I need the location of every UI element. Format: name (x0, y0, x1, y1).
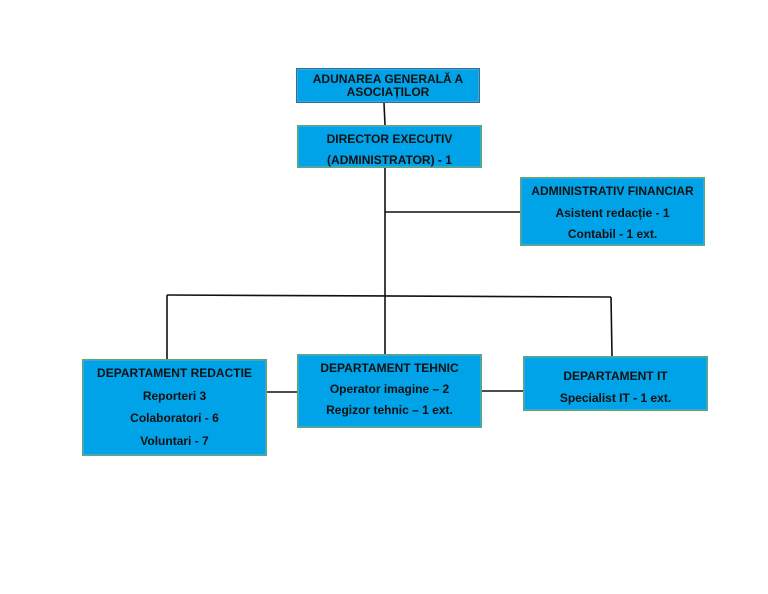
it-line1: Specialist IT - 1 ext. (559, 391, 672, 405)
tehnic-department-box: DEPARTAMENT TEHNIC Operator imagine – 2 … (297, 354, 482, 428)
admin-financiar-line1: Asistent redacție - 1 (555, 205, 670, 220)
tehnic-title: DEPARTAMENT TEHNIC (320, 361, 459, 375)
connector-horizontal-bus (166, 294, 612, 298)
director-title: DIRECTOR EXECUTIV (326, 132, 453, 146)
admin-financiar-title: ADMINISTRATIV FINANCIAR (531, 184, 694, 198)
it-title: DEPARTAMENT IT (563, 369, 668, 383)
general-assembly-line1: ADUNAREA GENERALĂ A (312, 71, 464, 86)
redactie-line3: Voluntari - 7 (140, 433, 209, 448)
general-assembly-box: ADUNAREA GENERALĂ A ASOCIAȚILOR (296, 68, 480, 103)
tehnic-line1: Operator imagine – 2 (329, 382, 450, 396)
director-box: DIRECTOR EXECUTIV (ADMINISTRATOR) - 1 (297, 125, 482, 168)
redactie-line2: Colaboratori - 6 (130, 411, 219, 425)
director-subtitle: (ADMINISTRATOR) - 1 (327, 153, 452, 167)
admin-financiar-line2: Contabil - 1 ext. (567, 227, 658, 241)
redactie-line1: Reporteri 3 (142, 388, 207, 403)
redactie-department-box: DEPARTAMENT REDACTIE Reporteri 3 Colabor… (82, 359, 267, 456)
connector-bus-it (610, 296, 613, 357)
general-assembly-line2: ASOCIAȚILOR (346, 84, 430, 99)
it-department-box: DEPARTAMENT IT Specialist IT - 1 ext. (523, 356, 708, 411)
connector-assembly-director (383, 102, 386, 126)
tehnic-line2: Regizor tehnic – 1 ext. (326, 403, 453, 417)
redactie-title: DEPARTAMENT REDACTIE (97, 366, 252, 380)
admin-financiar-box: ADMINISTRATIV FINANCIAR Asistent redacți… (520, 177, 705, 246)
